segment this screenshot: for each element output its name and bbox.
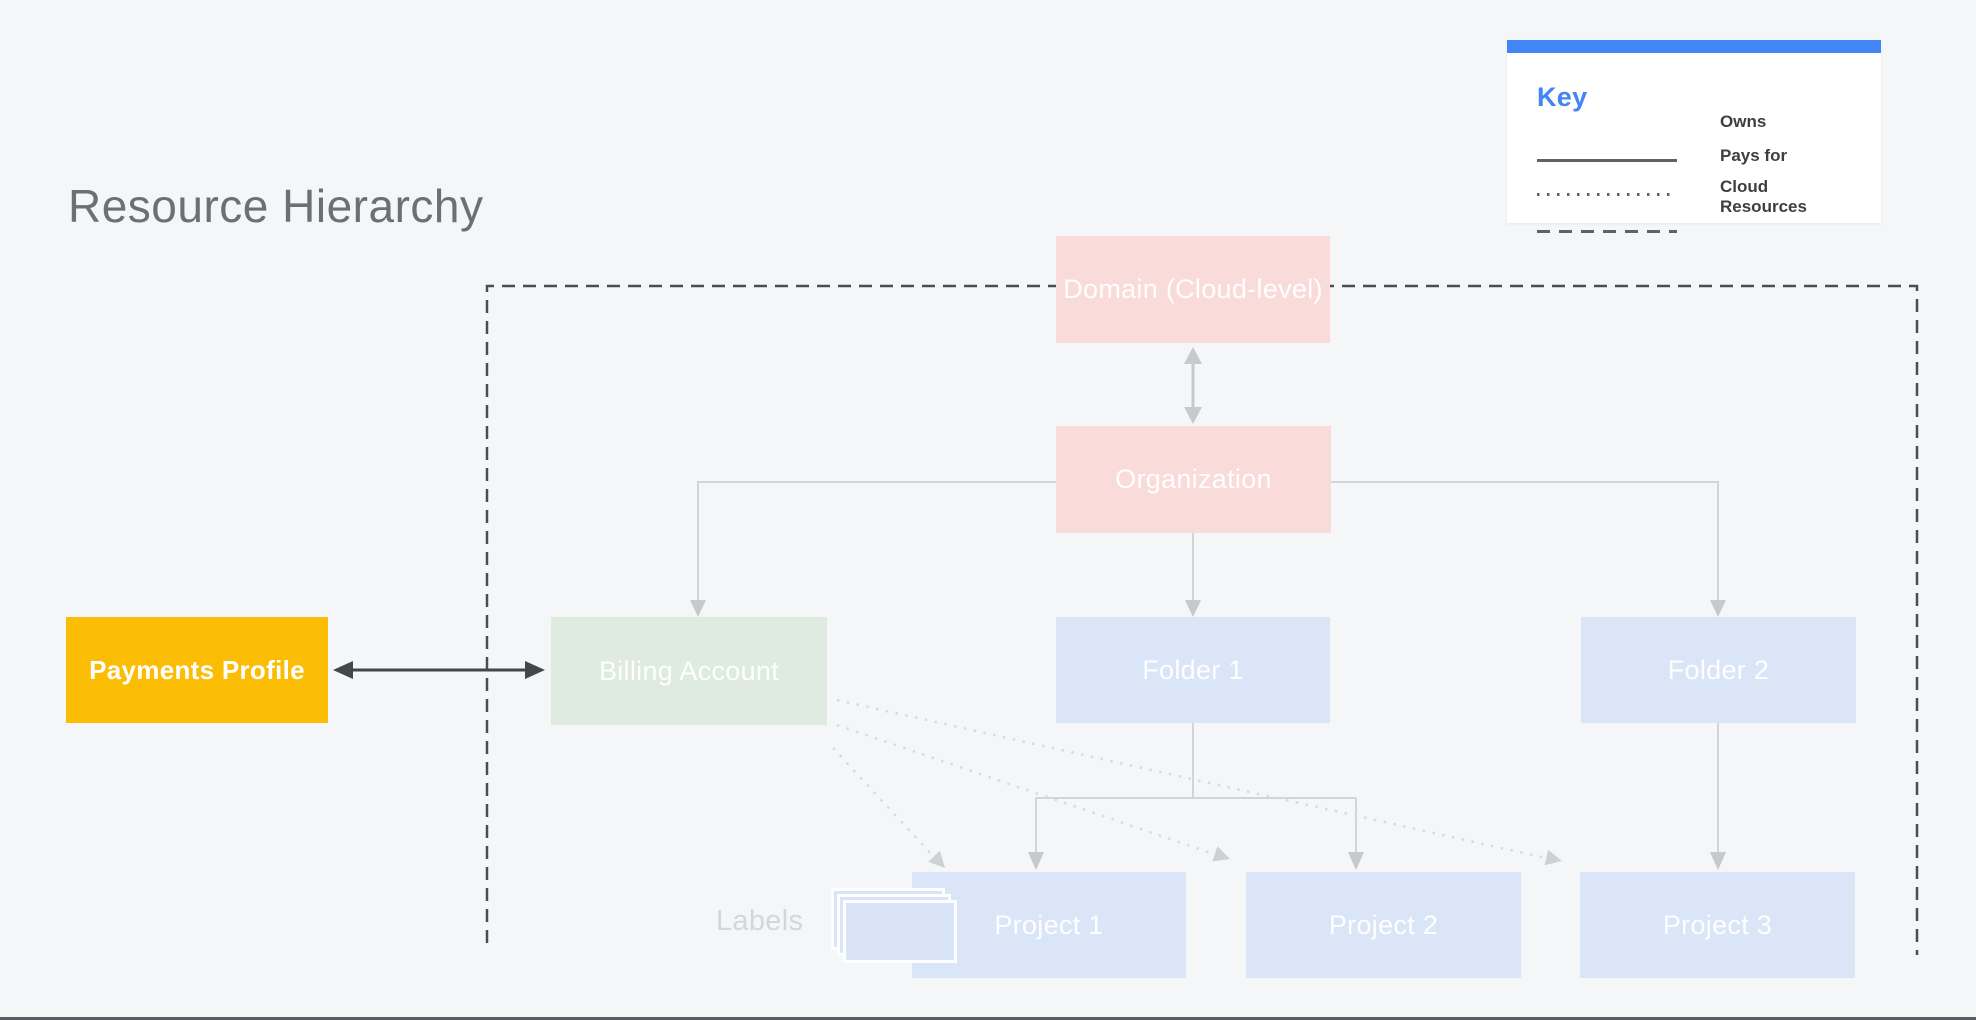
node-project-3-label: Project 3	[1662, 909, 1773, 940]
legend-owns-line-sample	[1537, 159, 1677, 162]
node-folder-2: Folder 2	[1581, 617, 1856, 723]
labels-caption: Labels	[716, 905, 804, 937]
paysfor-arrowhead-project1	[928, 850, 945, 868]
legend-accent-bar	[1507, 40, 1881, 53]
arrowhead-to-project3	[1710, 852, 1726, 870]
arrowhead-to-project2	[1348, 852, 1364, 870]
legend-label-paysfor: Pays for	[1720, 146, 1788, 165]
arrowhead-to-project1	[1028, 852, 1044, 870]
legend-label-cloudresources: Cloud Resources	[1720, 177, 1807, 216]
node-payments-profile: Payments Profile	[66, 617, 328, 723]
arrowhead-to-payments	[333, 661, 353, 679]
legend-label-owns: Owns	[1720, 112, 1767, 131]
paysfor-arrowhead-project3	[1544, 849, 1562, 866]
bottom-edge-bar	[0, 1017, 1976, 1020]
node-domain-label: Domain (Cloud-level)	[1063, 274, 1323, 304]
page-title: Resource Hierarchy	[68, 180, 484, 232]
node-folder-1: Folder 1	[1056, 617, 1330, 723]
arrowhead-to-organization	[1184, 407, 1202, 424]
node-billing-account: Billing Account	[551, 617, 827, 725]
node-domain: Domain (Cloud-level)	[1056, 236, 1330, 343]
node-organization: Organization	[1056, 426, 1331, 533]
node-organization-label: Organization	[1115, 464, 1272, 494]
node-project-1-label: Project 1	[994, 909, 1104, 940]
legend-key-panel: Key Owns Pays for Cloud Resources	[1507, 40, 1881, 233]
arrowhead-to-domain	[1184, 347, 1202, 364]
arrowhead-to-folder2	[1710, 600, 1726, 617]
node-project-3: Project 3	[1580, 872, 1855, 978]
label-card-front	[843, 900, 957, 963]
legend-title: Key	[1537, 82, 1588, 112]
node-folder-2-label: Folder 2	[1667, 654, 1770, 685]
node-folder-1-label: Folder 1	[1142, 654, 1244, 685]
node-project-2-label: Project 2	[1328, 909, 1439, 940]
node-billing-account-label: Billing Account	[598, 655, 780, 686]
arrowhead-to-folder1	[1185, 600, 1201, 617]
node-project-2: Project 2	[1246, 872, 1521, 978]
node-project-1: Project 1	[912, 872, 1186, 978]
legend-paysfor-line-sample	[1537, 193, 1677, 196]
node-payments-profile-label: Payments Profile	[89, 654, 305, 685]
arrowhead-to-billing-dark	[525, 661, 545, 679]
arrowhead-to-billing	[690, 600, 706, 617]
paysfor-arrowhead-project2	[1212, 846, 1230, 862]
legend-cloudresources-line-sample	[1537, 230, 1677, 233]
